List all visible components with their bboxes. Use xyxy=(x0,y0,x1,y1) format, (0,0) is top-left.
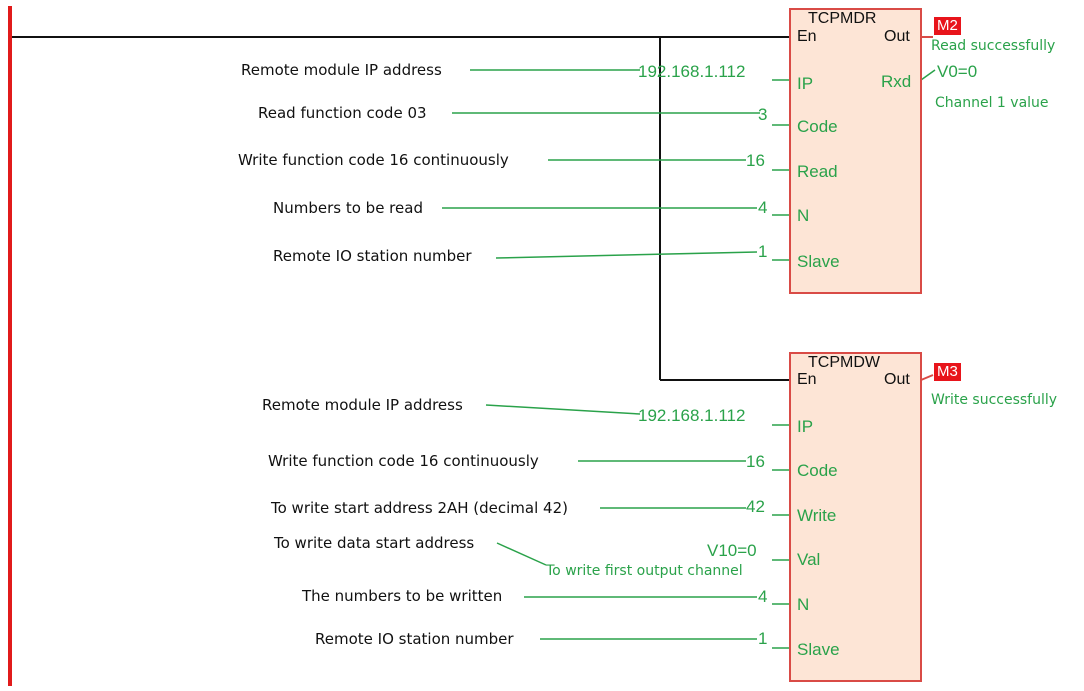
b1-code-value: 3 xyxy=(758,105,768,124)
b1-slave-label: Remote IO station number xyxy=(273,247,472,265)
wire-b2-val-note xyxy=(496,542,547,566)
b2-code-label: Write function code 16 continuously xyxy=(268,452,539,470)
b2-code-value: 16 xyxy=(746,452,765,471)
rxd-value: V0=0 xyxy=(937,62,978,81)
b2-slave-value: 1 xyxy=(758,629,768,648)
tcpmdr-read-pin: Read xyxy=(797,162,838,181)
tcpmdw-title: TCPMDW xyxy=(808,354,880,371)
b1-code-label: Read function code 03 xyxy=(258,104,427,122)
output-tag-m2[interactable]: M2 xyxy=(934,17,961,35)
tcpmdr-n-pin: N xyxy=(797,206,810,225)
tcpmdw-out-pin: Out xyxy=(884,371,910,388)
tcpmdr-en-pin: En xyxy=(797,28,817,45)
tcpmdr-ip-pin: IP xyxy=(797,74,814,93)
tcpmdr-out-pin: Out xyxy=(884,28,910,45)
tcpmdw-ip-pin: IP xyxy=(797,417,814,436)
tcpmdw-val-pin: Val xyxy=(797,550,821,569)
b1-n-value: 4 xyxy=(758,198,768,217)
rxd-line-1 xyxy=(920,69,936,81)
tcpmdr-title: TCPMDR xyxy=(808,10,877,27)
channel-1-value-note: Channel 1 value xyxy=(935,95,1049,111)
b2-slave-label: Remote IO station number xyxy=(315,630,514,648)
tcpmdw-write-pin: Write xyxy=(797,506,837,525)
tcpmdw-slave-pin: Slave xyxy=(797,640,840,659)
b2-val-value: V10=0 xyxy=(707,541,757,560)
b1-ip-value: 192.168.1.112 xyxy=(638,62,746,81)
b2-val-label: To write data start address xyxy=(274,534,475,552)
tcpmdr-slave-pin: Slave xyxy=(797,252,840,271)
b2-ip-value: 192.168.1.112 xyxy=(638,406,746,425)
b1-ip-label: Remote module IP address xyxy=(241,61,442,79)
tcpmdw-block[interactable] xyxy=(789,352,922,682)
tcpmdr-code-pin: Code xyxy=(797,117,838,136)
tcpmdw-code-pin: Code xyxy=(797,461,838,480)
wire-b2-ip xyxy=(485,404,641,415)
wire-b1-slave xyxy=(495,251,758,259)
b2-n-label: The numbers to be written xyxy=(302,587,503,605)
b1-read-label: Write function code 16 continuously xyxy=(238,151,509,169)
b2-ip-label: Remote module IP address xyxy=(262,396,463,414)
b1-n-label: Numbers to be read xyxy=(273,199,423,217)
b2-write-label: To write start address 2AH (decimal 42) xyxy=(271,499,568,517)
b1-slave-value: 1 xyxy=(758,242,768,261)
output-tag-m3[interactable]: M3 xyxy=(934,363,961,381)
left-power-rail xyxy=(8,6,12,686)
tcpmdw-en-pin: En xyxy=(797,371,817,388)
read-successfully-note: Read successfully xyxy=(931,38,1056,54)
b1-read-value: 16 xyxy=(746,151,765,170)
b2-write-value: 42 xyxy=(746,497,765,516)
out-line-2 xyxy=(920,374,934,381)
write-first-output-note: To write first output channel xyxy=(546,563,743,579)
tcpmdr-rxd-pin: Rxd xyxy=(881,72,912,91)
tcpmdw-n-pin: N xyxy=(797,595,810,614)
b2-n-value: 4 xyxy=(758,587,768,606)
write-successfully-note: Write successfully xyxy=(931,392,1058,408)
tcpmdr-block[interactable] xyxy=(789,8,922,294)
